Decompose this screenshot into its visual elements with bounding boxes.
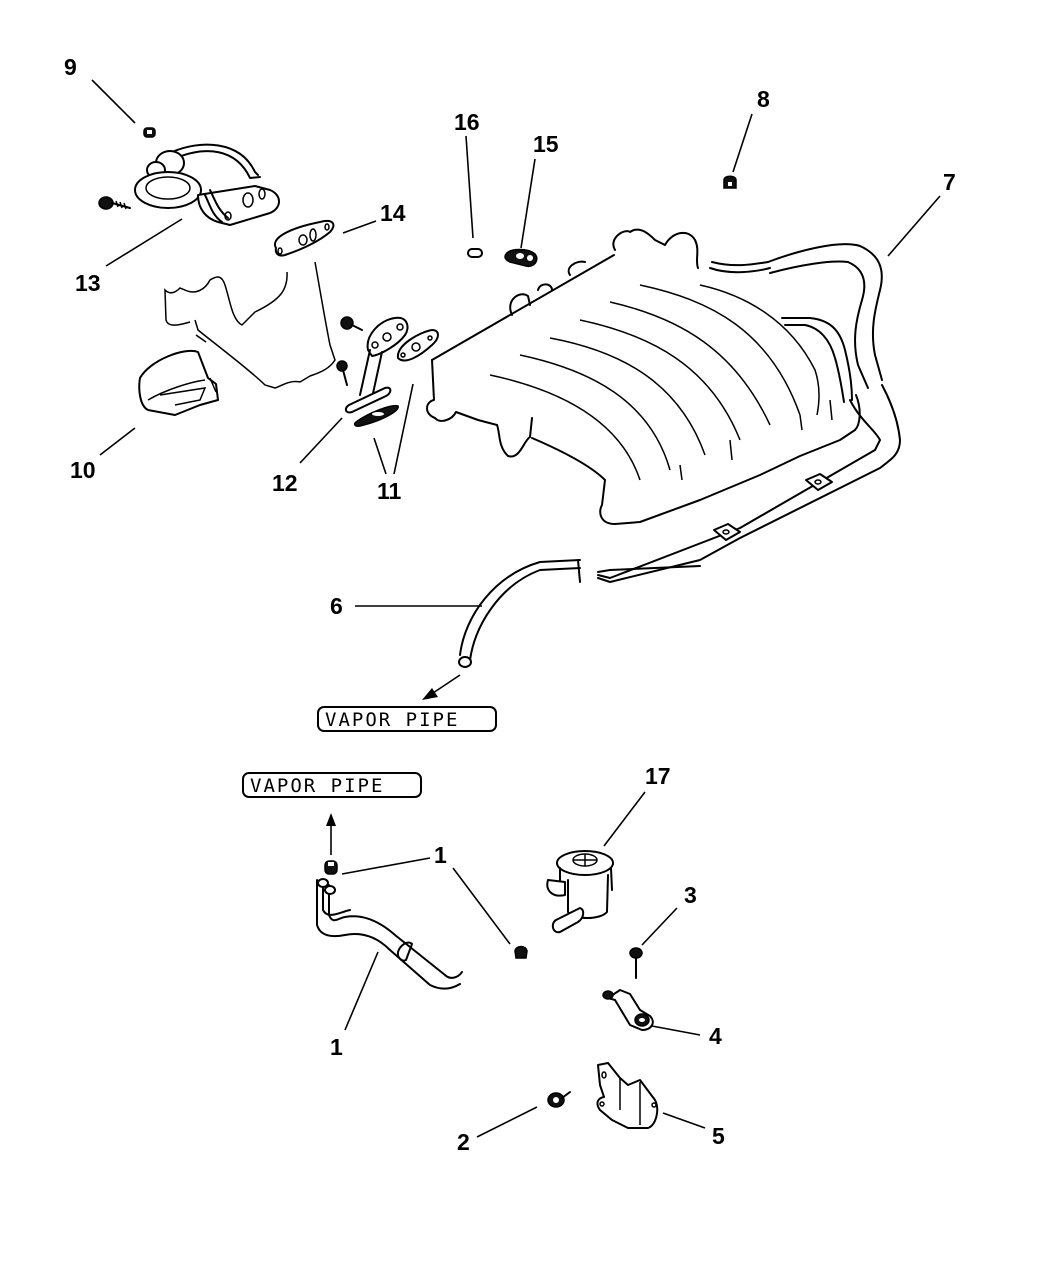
callout-14: 13 <box>75 270 101 296</box>
part-13-bolt-lower <box>336 360 348 386</box>
vapor-pipe-text-lower: VAPOR PIPE <box>250 775 384 797</box>
leader-18 <box>603 791 646 847</box>
callout-17: 16 <box>454 109 480 135</box>
part-6-bracket <box>596 1062 659 1129</box>
leader-3 <box>476 1106 538 1138</box>
callout-16: 15 <box>533 131 559 157</box>
leader-14 <box>105 218 183 267</box>
pipe-clip-upper <box>805 473 833 491</box>
callout-1: 1 <box>434 842 447 868</box>
part-17-oring <box>467 248 483 258</box>
part-1-cap-upper <box>324 860 338 875</box>
callout-12: 11 <box>377 478 402 504</box>
part-14-egr-valve <box>98 143 280 226</box>
part-3-bolt <box>547 1091 571 1108</box>
callout-6: 5 <box>712 1123 725 1149</box>
leader-2 <box>344 951 379 1031</box>
part-7-hose <box>458 559 581 668</box>
part-12-gasket-upper <box>396 329 439 362</box>
part-14-bolt <box>98 196 131 210</box>
callout-8: 7 <box>943 169 956 195</box>
leader-1b <box>452 867 511 945</box>
leader-6 <box>662 1112 706 1129</box>
pipe-clip-lower <box>713 523 741 541</box>
leader-16 <box>520 158 536 249</box>
leader-9 <box>732 113 753 173</box>
callout-7: 6 <box>330 593 343 619</box>
callout-4: 3 <box>684 882 697 908</box>
callout-15: 14 <box>380 200 406 226</box>
callout-13: 12 <box>272 470 298 496</box>
callout-10: 9 <box>64 54 77 80</box>
arrow-to-vapor-pipe-lower <box>326 813 336 855</box>
part-8-vapor-hose <box>597 243 901 583</box>
part-10-nut <box>143 127 156 138</box>
part-4-bolt <box>629 947 643 979</box>
part-15-gasket <box>273 220 335 257</box>
callout-2: 1 <box>330 1034 343 1060</box>
leader-11 <box>99 427 136 456</box>
leader-13 <box>299 417 343 464</box>
leader-15 <box>342 220 377 234</box>
leader-1a <box>341 857 431 875</box>
leader-12b <box>393 383 414 475</box>
intake-manifold <box>426 228 861 525</box>
part-2-vapor-hose <box>316 878 463 990</box>
part-13-bolt-upper <box>340 316 363 331</box>
callout-9: 8 <box>757 86 770 112</box>
callout-11: 10 <box>70 457 96 483</box>
vapor-pipe-label-lower: VAPOR PIPE <box>242 772 422 798</box>
callout-18: 17 <box>645 763 671 789</box>
part-1-cap-lower <box>514 945 528 959</box>
leader-10 <box>91 79 136 124</box>
leader-5 <box>651 1025 701 1036</box>
part-16-sensor <box>504 248 538 268</box>
vapor-pipe-text-upper: VAPOR PIPE <box>325 709 459 731</box>
leader-8 <box>887 195 941 257</box>
part-18-purge-valve <box>546 850 614 934</box>
leader-4 <box>641 907 678 946</box>
vapor-pipe-label-upper: VAPOR PIPE <box>317 706 497 732</box>
arrow-to-vapor-pipe-upper <box>422 674 461 700</box>
leader-12a <box>373 437 387 475</box>
part-11-clamp <box>138 349 219 416</box>
callout-5: 4 <box>709 1023 722 1049</box>
part-12-gasket-lower <box>353 404 399 427</box>
callout-3: 2 <box>457 1129 470 1155</box>
egr-tube-outline <box>164 261 336 389</box>
part-9-nut <box>723 175 737 189</box>
leader-17 <box>465 135 474 239</box>
part-5-bracket <box>602 989 654 1031</box>
part-13-egr-tube <box>336 316 409 414</box>
